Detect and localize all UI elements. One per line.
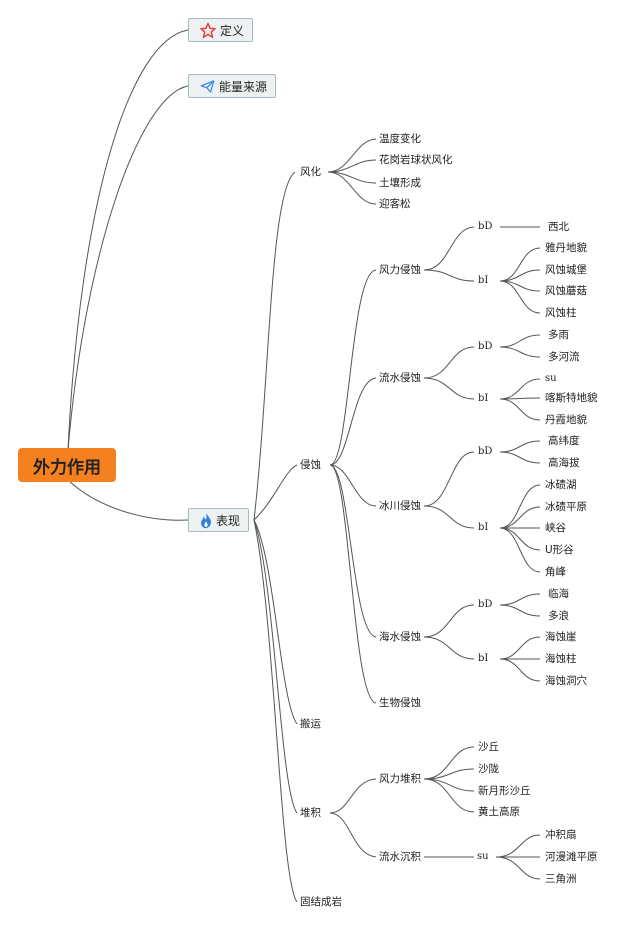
- sea-erosion-bi[interactable]: bI: [478, 653, 489, 664]
- leaf-item[interactable]: su: [545, 373, 557, 384]
- leaf-item[interactable]: 冰碛湖: [545, 479, 577, 491]
- leaf-item[interactable]: 冲积扇: [545, 829, 577, 841]
- water-erosion-bi[interactable]: bI: [478, 393, 489, 404]
- weathering-item[interactable]: 花岗岩球状风化: [379, 154, 453, 166]
- leaf-item[interactable]: 风蚀城堡: [545, 264, 587, 276]
- leaf-item[interactable]: 沙陇: [478, 763, 499, 775]
- leaf-item[interactable]: 风蚀柱: [545, 307, 577, 319]
- leaf-item[interactable]: 多河流: [548, 351, 580, 363]
- deposition-node[interactable]: 堆积: [300, 807, 321, 819]
- water-erosion-node[interactable]: 流水侵蚀: [379, 372, 421, 384]
- weathering-item[interactable]: 土壤形成: [379, 177, 421, 189]
- leaf-item[interactable]: 高纬度: [548, 435, 580, 447]
- leaf-item[interactable]: 海蚀柱: [545, 653, 577, 665]
- glacier-erosion-bi[interactable]: bI: [478, 522, 489, 533]
- leaf-item[interactable]: 沙丘: [478, 741, 499, 753]
- definition-node[interactable]: 定义: [188, 18, 254, 42]
- bio-erosion-node[interactable]: 生物侵蚀: [379, 697, 421, 709]
- lithification-node[interactable]: 固结成岩: [300, 896, 342, 908]
- water-deposition-su[interactable]: su: [477, 851, 489, 862]
- leaf-item[interactable]: U形谷: [545, 544, 574, 556]
- leaf-item[interactable]: 临海: [548, 588, 569, 600]
- leaf-item[interactable]: 角峰: [545, 566, 566, 578]
- leaf-item[interactable]: 黄土高原: [478, 806, 520, 818]
- wind-erosion-node[interactable]: 风力侵蚀: [379, 264, 421, 276]
- glacier-erosion-bd[interactable]: bD: [478, 446, 493, 457]
- leaf-item[interactable]: 新月形沙丘: [478, 785, 531, 797]
- wind-erosion-bi[interactable]: bI: [478, 275, 489, 286]
- leaf-item[interactable]: 冰碛平原: [545, 501, 587, 513]
- water-deposition-node[interactable]: 流水沉积: [379, 851, 421, 863]
- leaf-item[interactable]: 海蚀崖: [545, 631, 577, 643]
- leaf-item[interactable]: 多雨: [548, 329, 569, 341]
- root-node[interactable]: 外力作用: [18, 448, 116, 482]
- wind-deposition-node[interactable]: 风力堆积: [379, 773, 421, 785]
- sea-erosion-bd[interactable]: bD: [478, 599, 493, 610]
- definition-label: 定义: [220, 23, 245, 38]
- erosion-node[interactable]: 侵蚀: [300, 459, 321, 471]
- paper-plane-icon: [200, 79, 215, 93]
- leaf-item[interactable]: 高海拔: [548, 457, 580, 469]
- leaf-item[interactable]: 西北: [548, 221, 569, 233]
- leaf-item[interactable]: 丹霞地貌: [545, 414, 587, 426]
- energy-source-label: 能量来源: [219, 79, 268, 94]
- transport-node[interactable]: 搬运: [300, 718, 321, 730]
- leaf-item[interactable]: 风蚀蘑菇: [545, 285, 587, 297]
- leaf-item[interactable]: 峡谷: [545, 522, 566, 534]
- weathering-item[interactable]: 温度变化: [379, 133, 421, 145]
- leaf-item[interactable]: 三角洲: [545, 873, 577, 885]
- manifestation-label: 表现: [216, 513, 241, 528]
- leaf-item[interactable]: 雅丹地貌: [545, 242, 587, 254]
- weathering-item[interactable]: 迎客松: [379, 198, 411, 210]
- leaf-item[interactable]: 海蚀洞穴: [545, 675, 587, 687]
- manifestation-node[interactable]: 表现: [188, 508, 250, 532]
- star-icon: [200, 22, 216, 38]
- weathering-node[interactable]: 风化: [300, 166, 321, 178]
- sea-erosion-node[interactable]: 海水侵蚀: [379, 631, 421, 643]
- water-erosion-bd[interactable]: bD: [478, 341, 493, 352]
- leaf-item[interactable]: 河漫滩平原: [545, 851, 598, 863]
- energy-source-node[interactable]: 能量来源: [188, 74, 277, 98]
- wind-erosion-bd[interactable]: bD: [478, 221, 493, 232]
- flame-icon: [201, 512, 211, 528]
- leaf-item[interactable]: 多浪: [548, 610, 569, 622]
- glacier-erosion-node[interactable]: 冰川侵蚀: [379, 500, 421, 512]
- leaf-item[interactable]: 喀斯特地貌: [545, 392, 598, 404]
